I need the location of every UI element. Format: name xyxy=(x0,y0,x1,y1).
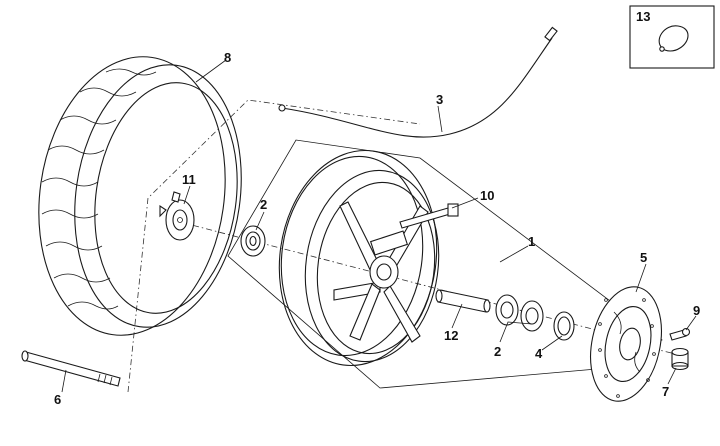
callout-9: 9 xyxy=(693,303,700,318)
tyre xyxy=(38,56,242,336)
bearing-left xyxy=(240,225,266,257)
assembly-outline xyxy=(227,139,663,389)
callout-4: 4 xyxy=(535,346,543,361)
callout-8: 8 xyxy=(224,50,231,65)
spacer-bush xyxy=(671,347,689,371)
wheel-axle xyxy=(21,350,121,387)
bearing-right-1 xyxy=(495,294,519,326)
brake-disc xyxy=(590,286,662,402)
callout-2-right: 2 xyxy=(494,344,501,359)
callout-13: 13 xyxy=(636,9,650,24)
callout-10: 10 xyxy=(480,188,494,203)
spacer-tube xyxy=(435,289,491,313)
callout-5: 5 xyxy=(640,250,647,265)
callout-6: 6 xyxy=(54,392,61,407)
speedometer-drive xyxy=(159,191,195,241)
oil-seal xyxy=(553,311,575,341)
callout-1: 1 xyxy=(528,234,535,249)
disc-screw xyxy=(669,327,691,341)
speedometer-cable xyxy=(278,26,558,138)
leader-lines xyxy=(61,59,697,393)
callout-7: 7 xyxy=(662,384,669,399)
callout-12: 12 xyxy=(444,328,458,343)
callout-2-left: 2 xyxy=(260,197,267,212)
part-13-inset-box xyxy=(629,5,715,69)
wheel-rim xyxy=(278,149,440,367)
bearing-right-2 xyxy=(520,300,544,332)
part-10-bolt xyxy=(399,203,459,229)
callout-11: 11 xyxy=(182,172,196,187)
callout-3: 3 xyxy=(436,92,443,107)
